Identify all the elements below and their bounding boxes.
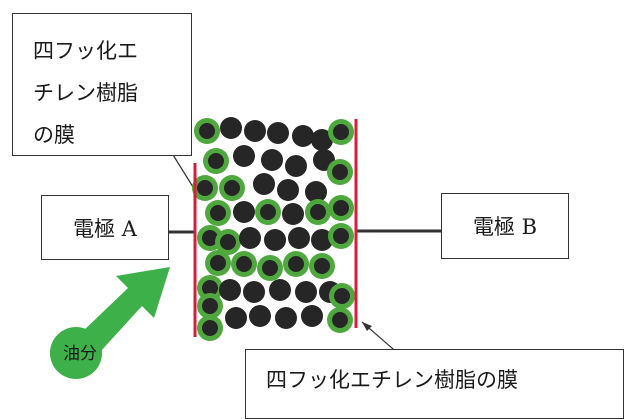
membrane-label-top: 四フッ化エ チレン樹脂 の膜 <box>12 13 192 156</box>
carbon-particle <box>202 280 218 296</box>
carbon-particle <box>210 255 226 271</box>
carbon-particle <box>333 228 349 244</box>
membrane-label-bottom-text: 四フッ化エチレン樹脂の膜 <box>266 368 518 392</box>
carbon-particle <box>244 120 266 142</box>
carbon-particle <box>301 305 323 327</box>
carbon-particle <box>292 125 314 147</box>
carbon-particle <box>253 173 275 195</box>
membrane-label-bottom: 四フッ化エチレン樹脂の膜 <box>245 349 624 419</box>
carbon-particle <box>310 204 326 220</box>
carbon-particle <box>311 229 333 251</box>
carbon-particle <box>334 288 350 304</box>
carbon-particle <box>277 179 299 201</box>
carbon-particle <box>282 203 304 225</box>
carbon-particle <box>275 307 297 329</box>
carbon-particle <box>333 200 349 216</box>
carbon-particle <box>288 227 310 249</box>
oil-label: 油分 <box>63 344 97 364</box>
top-label-pointer <box>169 149 194 188</box>
bottom-label-arrowhead <box>362 322 372 331</box>
membrane-diagram <box>50 117 441 379</box>
carbon-particle <box>202 320 218 336</box>
carbon-particle <box>332 164 348 180</box>
electrode-b-box: 電極 B <box>441 193 569 259</box>
carbon-particle <box>260 204 276 220</box>
carbon-particle <box>233 145 255 167</box>
carbon-particle <box>261 149 283 171</box>
carbon-particle <box>225 307 247 329</box>
oil-arrow-icon <box>82 267 170 352</box>
carbon-particle <box>233 201 255 223</box>
carbon-particle <box>210 205 226 221</box>
carbon-particle <box>269 279 291 301</box>
carbon-particle <box>264 229 286 251</box>
carbon-particle <box>202 230 218 246</box>
carbon-particle <box>243 281 265 303</box>
carbon-particle <box>202 298 218 314</box>
carbon-particle <box>236 256 252 272</box>
membrane-label-top-line-2: チレン樹脂 <box>33 81 138 105</box>
carbon-particle <box>239 227 261 249</box>
membrane-label-top-line-1: 四フッ化エ <box>33 39 138 63</box>
carbon-particle <box>262 260 278 276</box>
carbon-particle <box>197 180 213 196</box>
carbon-particle <box>220 117 242 139</box>
carbon-particle <box>219 279 241 301</box>
carbon-particle <box>199 123 215 139</box>
carbon-particle <box>311 129 333 151</box>
carbon-particle <box>305 181 327 203</box>
carbon-particle <box>288 256 304 272</box>
carbon-particle <box>333 124 349 140</box>
carbon-particle <box>220 234 236 250</box>
electrode-a-label: 電極 A <box>73 216 137 241</box>
carbon-particle <box>295 281 317 303</box>
carbon-particle <box>285 155 307 177</box>
electrode-b-label: 電極 B <box>472 215 538 239</box>
carbon-particle <box>208 153 224 169</box>
membrane-label-top-line-3: の膜 <box>33 123 75 147</box>
carbon-particle <box>224 180 240 196</box>
electrode-a-box: 電極 A <box>41 195 169 260</box>
carbon-particle <box>249 305 271 327</box>
carbon-particle <box>267 122 289 144</box>
particle-layer <box>192 117 355 341</box>
oil-droplet <box>50 327 102 379</box>
carbon-particle <box>332 312 348 328</box>
carbon-particle <box>314 258 330 274</box>
